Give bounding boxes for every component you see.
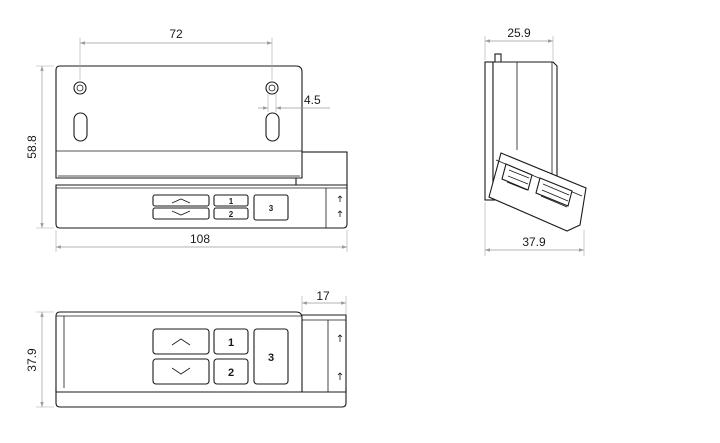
usb-icon: [337, 195, 343, 202]
front-down-key: [152, 207, 210, 220]
usb-icon: [337, 210, 343, 217]
top-view: 1 2 3: [55, 311, 347, 408]
dimension-label: 37.9: [25, 348, 39, 372]
mount-slot-left: [73, 112, 88, 142]
dimension-label: 25.9: [507, 26, 531, 40]
dimension-top-depth: 37.9: [25, 311, 54, 408]
dimension-label: 37.9: [522, 235, 546, 249]
top-key-1-label: 1: [228, 337, 234, 349]
mounting-plate: [55, 65, 303, 179]
dimension-hole-spacing: 72: [79, 27, 273, 80]
front-key-2-label: 2: [229, 210, 234, 219]
top-key-3: [253, 328, 289, 385]
front-key-3: [253, 194, 289, 221]
usb-icon: [337, 334, 343, 342]
front-up-key: [152, 194, 210, 207]
front-key-2: [213, 207, 249, 220]
dimension-label: 58.8: [25, 135, 39, 159]
usb-icon: [337, 372, 343, 380]
top-down-key: [152, 358, 210, 385]
front-key-1: [213, 194, 249, 207]
dimension-front-height: 58.8: [25, 65, 54, 229]
dimension-label: 72: [169, 27, 183, 41]
front-key-3-label: 3: [269, 204, 274, 213]
dimension-front-width: 108: [55, 230, 348, 252]
top-key-3-label: 3: [268, 352, 274, 364]
top-key-2-label: 2: [228, 367, 234, 379]
dimension-hole-offset: 4.5: [258, 93, 330, 112]
top-base-plate: [55, 387, 347, 408]
dimension-label: 17: [316, 289, 330, 303]
dimension-label: 108: [190, 232, 210, 246]
side-view: [484, 53, 587, 232]
dimension-connector-protrusion: 17: [301, 289, 347, 314]
top-up-key: [152, 328, 210, 355]
side-plate: [484, 61, 494, 201]
front-view: 1 2 3: [55, 65, 348, 229]
front-connector: [295, 151, 348, 189]
top-connector-section: [299, 314, 347, 393]
mount-hole-left: [73, 81, 87, 95]
top-key-1: [213, 328, 249, 355]
dimension-label: 4.5: [304, 93, 321, 107]
dimension-side-depth-bottom: 37.9: [484, 202, 585, 256]
dimension-side-depth-top: 25.9: [484, 26, 554, 60]
front-key-1-label: 1: [229, 197, 234, 206]
mount-slot-right: [265, 112, 280, 142]
top-key-2: [213, 358, 249, 385]
mount-hole-right: [265, 81, 279, 95]
